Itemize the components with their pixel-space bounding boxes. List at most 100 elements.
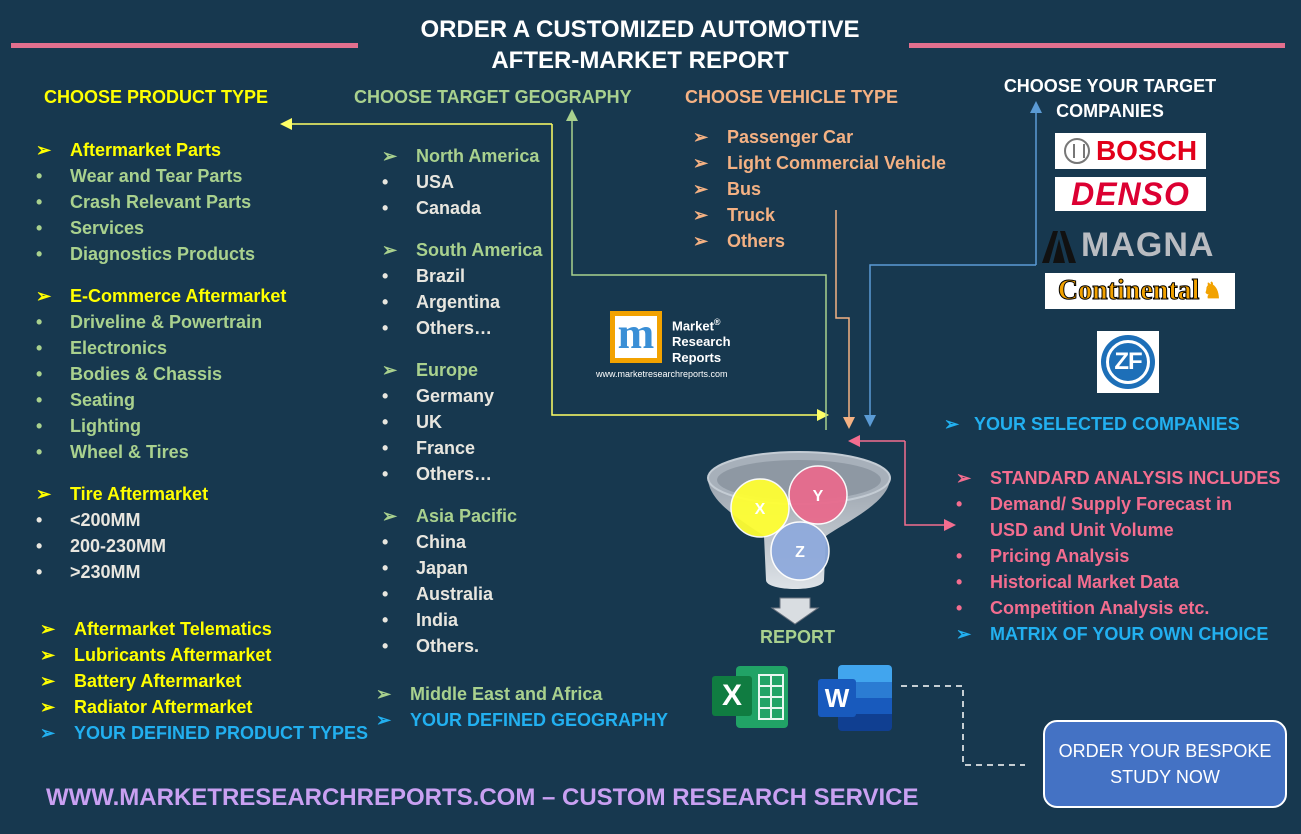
product-type-item: •Services: [30, 215, 286, 241]
continental-wordmark: Continental: [1057, 275, 1200, 307]
list-item-label: Bus: [727, 179, 762, 199]
product-connector: [280, 118, 829, 421]
list-item-label: USA: [416, 172, 455, 192]
mrr-name-line-1: Market: [672, 318, 714, 334]
list-marker: •: [36, 562, 43, 582]
title-line-2: AFTER-MARKET REPORT: [491, 47, 789, 74]
page-title: ORDER A CUSTOMIZED AUTOMOTIVE AFTER-MARK…: [330, 14, 950, 76]
list-item-label: Wheel & Tires: [70, 442, 189, 462]
selected-companies-marker: ➢: [944, 414, 960, 434]
list-marker: ➢: [376, 710, 392, 730]
list-marker: •: [382, 318, 389, 338]
footer-website[interactable]: WWW.MARKETRESEARCHREPORTS.COM – CUSTOM R…: [46, 784, 919, 811]
list-item-label: Middle East and Africa: [410, 684, 603, 704]
list-item-label: >230MM: [70, 562, 141, 582]
analysis-item: •Historical Market Data: [950, 569, 1280, 595]
word-letter: W: [824, 682, 850, 713]
geography-item: ➢South America: [376, 237, 542, 263]
list-item-label: <200MM: [70, 510, 141, 530]
geography-item: ➢Europe: [376, 357, 542, 383]
list-item-label: Battery Aftermarket: [74, 671, 242, 691]
product-type-item: ➢Radiator Aftermarket: [34, 694, 368, 720]
product-type-item: ➢ Battery Aftermarket: [34, 668, 368, 694]
list-marker: ➢: [40, 671, 56, 691]
vehicle-type-item: ➢Light Commercial Vehicle: [687, 150, 946, 176]
magna-wordmark: MAGNA: [1081, 225, 1215, 264]
circle-z: [770, 521, 830, 581]
magna-emblem-icon: [1042, 231, 1076, 263]
product-type-item: •Wear and Tear Parts: [30, 163, 286, 189]
list-marker: ➢: [40, 619, 56, 639]
product-type-heading: CHOOSE PRODUCT TYPE: [44, 87, 269, 107]
list-item-label: YOUR DEFINED PRODUCT TYPES: [74, 723, 369, 743]
list-item-label: Others…: [416, 464, 493, 484]
list-item-label: Canada: [416, 198, 482, 218]
geography-item: •Brazil: [376, 263, 542, 289]
list-item-label: Asia Pacific: [416, 506, 518, 526]
zf-logo: ZF: [1097, 331, 1159, 393]
list-item-label: Germany: [416, 386, 495, 406]
list-item-label: Services: [70, 218, 145, 238]
product-type-item: • >230MM: [30, 559, 286, 585]
list-marker: ➢: [693, 179, 709, 199]
zf-emblem-icon: ZF: [1101, 335, 1155, 389]
selected-companies-line: ➢YOUR SELECTED COMPANIES: [944, 414, 1240, 435]
list-marker: •: [36, 166, 43, 186]
list-marker: ➢: [40, 723, 56, 743]
list-marker: ➢: [382, 240, 398, 260]
list-marker: ➢: [40, 645, 56, 665]
list-marker: •: [382, 266, 389, 286]
geography-connector: [566, 109, 827, 430]
geography-item: ➢Middle East and Africa: [370, 681, 668, 707]
geography-item: •India: [376, 607, 542, 633]
geography-extra-list: ➢Middle East and Africa➢YOUR DEFINED GEO…: [370, 681, 668, 733]
product-type-item: •Diagnostics Products: [30, 241, 286, 267]
list-item-label: E-Commerce Aftermarket: [70, 286, 287, 306]
analysis-item: ➢STANDARD ANALYSIS INCLUDES: [950, 465, 1280, 491]
list-marker: •: [382, 438, 389, 458]
list-marker: ➢: [36, 484, 52, 504]
left-accent-bar: [11, 43, 358, 48]
product-type-item: •Electronics: [30, 335, 286, 361]
analysis-item: •Demand/ Supply Forecast in: [950, 491, 1280, 517]
geography-item: •Others…: [376, 461, 542, 487]
list-marker: •: [382, 292, 389, 312]
geography-item: •Japan: [376, 555, 542, 581]
geography-item: ➢YOUR DEFINED GEOGRAPHY: [370, 707, 668, 733]
list-item-label: Others.: [416, 636, 480, 656]
list-item-label: Radiator Aftermarket: [74, 697, 253, 717]
geography-list: ➢North America•USA•Canada➢South America•…: [376, 143, 542, 659]
right-accent-bar: [909, 43, 1285, 48]
list-item-label: Australia: [416, 584, 494, 604]
product-type-item: •Bodies & Chassis: [30, 361, 286, 387]
list-item-label: Electronics: [70, 338, 168, 358]
order-study-button[interactable]: ORDER YOUR BESPOKE STUDY NOW: [1043, 720, 1287, 808]
list-item-label: Europe: [416, 360, 479, 380]
list-item-label: Seating: [70, 390, 136, 410]
list-marker: ➢: [693, 127, 709, 147]
list-item-label: India: [416, 610, 459, 630]
product-type-item: •Wheel & Tires: [30, 439, 286, 465]
circle-y: [788, 465, 848, 525]
order-button-line-2: STUDY NOW: [1110, 767, 1220, 787]
vehicle-connector: [835, 210, 855, 429]
list-marker: •: [382, 584, 389, 604]
geography-item: •Others.: [376, 633, 542, 659]
list-item-label: Tire Aftermarket: [70, 484, 209, 504]
order-dashed-line: [901, 685, 1025, 766]
product-type-item: •200-230MM: [30, 533, 286, 559]
mrr-logo-letter: m: [617, 309, 655, 358]
list-marker: •: [36, 510, 43, 530]
list-marker: •: [956, 546, 963, 566]
list-item-label: Others…: [416, 318, 493, 338]
bosch-logo: BOSCH: [1055, 133, 1206, 169]
list-marker: •: [382, 558, 389, 578]
list-marker: •: [382, 386, 389, 406]
mrr-registered-mark: ®: [713, 317, 721, 327]
list-item-label: Aftermarket Telematics: [74, 619, 272, 639]
list-item-label: Historical Market Data: [990, 572, 1180, 592]
list-item-label: Passenger Car: [727, 127, 854, 147]
companies-heading: CHOOSE YOUR TARGET COMPANIES: [995, 74, 1225, 124]
geography-item: ➢North America: [376, 143, 542, 169]
